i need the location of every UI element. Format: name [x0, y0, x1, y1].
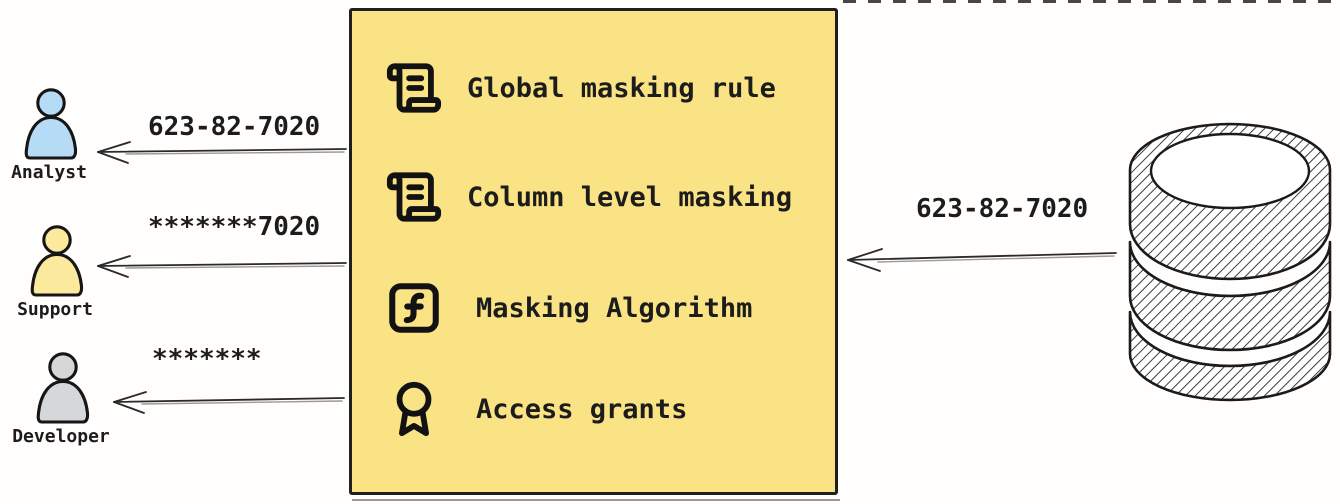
arrow-database-to-box — [847, 248, 1117, 272]
actor-label: Analyst — [11, 162, 87, 183]
policy-item-label: Column level masking — [467, 181, 793, 213]
policy-item: Column level masking — [385, 165, 792, 229]
arrow-box-to-support — [97, 255, 347, 278]
masking-policy-box: Global masking rule Column level masking… — [349, 8, 838, 495]
masked-value-developer: ******* — [152, 344, 262, 374]
actor-developer: Developer — [12, 352, 110, 447]
person-icon — [36, 352, 90, 424]
scroll-text-icon — [386, 172, 442, 222]
award-icon — [396, 381, 432, 437]
actor-label: Developer — [12, 426, 110, 447]
actor-support: Support — [17, 225, 93, 320]
scroll-text-icon — [386, 63, 442, 113]
arrow-box-to-developer — [113, 391, 345, 414]
policy-item: Global masking rule — [385, 56, 776, 120]
policy-item-label: Global masking rule — [467, 72, 776, 104]
person-icon — [30, 225, 84, 297]
actor-label: Support — [17, 299, 93, 320]
policy-item: Access grants — [385, 377, 687, 441]
box-ground-line — [352, 499, 840, 501]
masked-value-support: *******7020 — [148, 212, 321, 242]
actor-analyst: Analyst — [11, 88, 87, 183]
policy-item-label: Access grants — [476, 393, 688, 425]
frame-top-dashed-line — [843, 0, 1340, 3]
database-output-value: 623-82-7020 — [916, 194, 1089, 224]
masked-value-analyst: 623-82-7020 — [148, 112, 321, 142]
database-icon — [1128, 122, 1332, 402]
person-icon — [24, 88, 78, 160]
arrow-box-to-analyst — [97, 141, 347, 164]
policy-item: Masking Algorithm — [385, 276, 752, 340]
function-square-icon — [389, 283, 439, 333]
policy-item-label: Masking Algorithm — [476, 292, 753, 324]
